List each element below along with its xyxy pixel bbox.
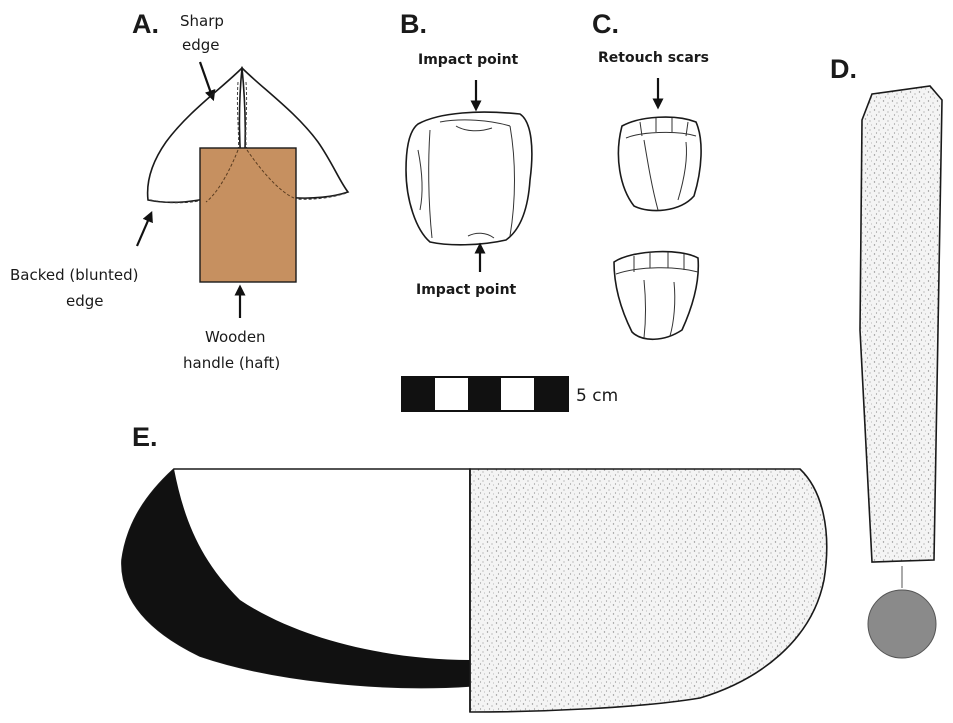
panel-a-letter: A. xyxy=(132,9,159,39)
backed-edge-arrow xyxy=(135,210,153,247)
panel-d: D. xyxy=(830,54,943,659)
panel-a: A. Sharp edge Backed (blunted) edge Wood… xyxy=(10,9,350,372)
pestle-body xyxy=(859,85,943,563)
impact-point-bottom-label: Impact point xyxy=(416,282,517,298)
pestle-cross-section xyxy=(867,589,937,659)
handle-label-line1: Wooden xyxy=(205,328,266,346)
scale-bar-label: 5 cm xyxy=(576,386,618,406)
sharp-edge-label-line2: edge xyxy=(182,36,220,54)
sharp-edge-label-line1: Sharp xyxy=(180,12,224,30)
panel-e-letter: E. xyxy=(132,422,158,452)
scale-bar: 5 cm xyxy=(401,376,618,412)
core-b xyxy=(405,111,533,246)
impact-point-top-label: Impact point xyxy=(418,52,519,68)
tool-c-top xyxy=(617,116,702,212)
panel-c: C. Retouch scars xyxy=(592,9,709,341)
sharp-edge-arrow xyxy=(198,61,216,102)
panel-b: B. Impact point Impact point xyxy=(400,9,533,298)
bowl-exterior xyxy=(469,468,828,713)
retouch-scars-label: Retouch scars xyxy=(598,50,709,66)
backed-edge-label-line2: edge xyxy=(66,292,104,310)
panel-d-letter: D. xyxy=(830,54,857,84)
panel-b-letter: B. xyxy=(400,9,427,39)
wooden-handle xyxy=(199,147,297,283)
backed-edge-label-line1: Backed (blunted) xyxy=(10,266,138,284)
bowl-wall-profile xyxy=(121,469,470,688)
handle-label-line2: handle (haft) xyxy=(183,354,280,372)
panel-e: E. xyxy=(121,422,828,713)
panel-c-letter: C. xyxy=(592,9,619,39)
tool-c-bottom xyxy=(613,250,700,341)
